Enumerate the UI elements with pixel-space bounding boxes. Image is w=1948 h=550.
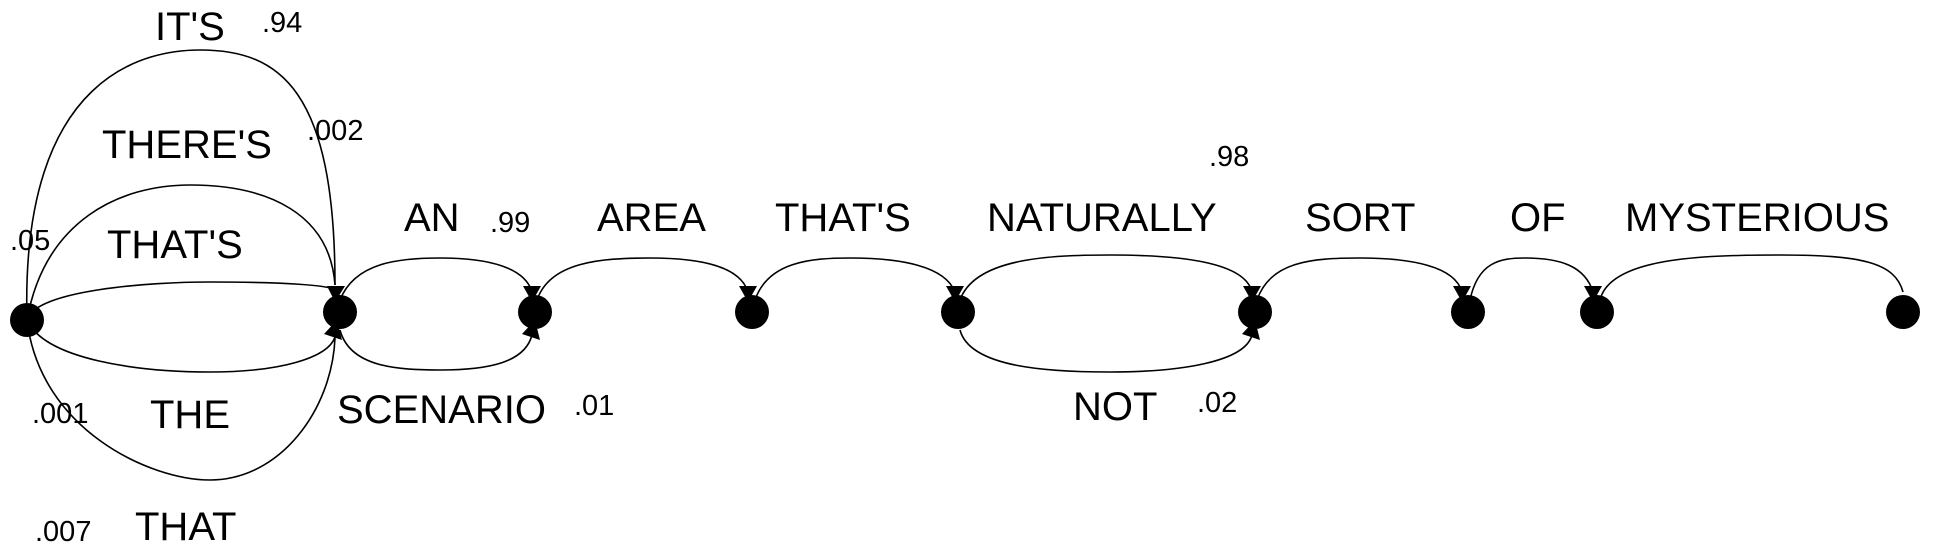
word-label-an: AN <box>404 196 460 240</box>
word-label-scenario: SCENARIO <box>337 388 546 432</box>
prob-label-that: .007 <box>35 516 91 548</box>
word-label-mysterious: MYSTERIOUS <box>1625 196 1889 240</box>
word-label-the: THE <box>150 393 230 437</box>
lattice-node <box>1886 295 1920 329</box>
word-label-of: OF <box>1510 196 1566 240</box>
word-label-naturally: NATURALLY <box>987 196 1217 240</box>
arc-naturally <box>959 254 1253 301</box>
arrowhead-sort <box>1453 286 1471 302</box>
arc-scenario <box>339 329 533 371</box>
prob-label-not: .02 <box>1197 387 1237 419</box>
word-label-that: THAT <box>135 505 236 549</box>
prob-label-naturally: .98 <box>1209 141 1249 173</box>
lattice-node <box>941 295 975 329</box>
arc-sort <box>1256 257 1463 301</box>
prob-label-an: .99 <box>490 207 530 239</box>
prob-label-its: .94 <box>262 7 302 39</box>
arc-mysterious <box>1599 254 1904 301</box>
lattice-node <box>735 295 769 329</box>
lattice-node <box>1238 295 1272 329</box>
prob-label-scenario: .01 <box>574 390 614 422</box>
arrowhead-thats <box>946 286 964 302</box>
arrowhead-naturally <box>1243 286 1261 302</box>
lattice-node <box>1580 295 1614 329</box>
arc-its <box>26 49 336 321</box>
word-label-thats-first: THAT'S <box>107 223 243 267</box>
lattice-node <box>518 295 552 329</box>
arc-an <box>339 257 533 301</box>
prob-label-the: .001 <box>32 398 88 430</box>
arc-thats <box>754 257 956 301</box>
prob-label-thats-first: .05 <box>10 225 50 257</box>
arc-not <box>959 329 1253 373</box>
arrowhead-upper-node1 <box>327 286 345 302</box>
word-label-its: IT'S <box>155 5 225 49</box>
arc-the <box>26 319 336 373</box>
arc-area <box>536 257 749 301</box>
prob-label-theres: .002 <box>307 115 363 147</box>
lattice-node <box>1451 295 1485 329</box>
word-label-thats: THAT'S <box>775 196 911 240</box>
word-label-sort: SORT <box>1305 196 1415 240</box>
arc-theres <box>26 184 336 321</box>
word-label-theres: THERE'S <box>102 123 272 167</box>
arrowhead-area <box>739 286 757 302</box>
lattice-node <box>10 303 44 337</box>
arrowhead-of <box>1584 286 1602 302</box>
word-label-area: AREA <box>597 196 706 240</box>
arc-of <box>1469 257 1594 301</box>
arrowhead-an <box>523 286 541 302</box>
lattice-node <box>323 295 357 329</box>
arc-that <box>26 319 336 481</box>
arc-thats-first <box>26 281 336 321</box>
word-label-not: NOT <box>1073 385 1157 429</box>
